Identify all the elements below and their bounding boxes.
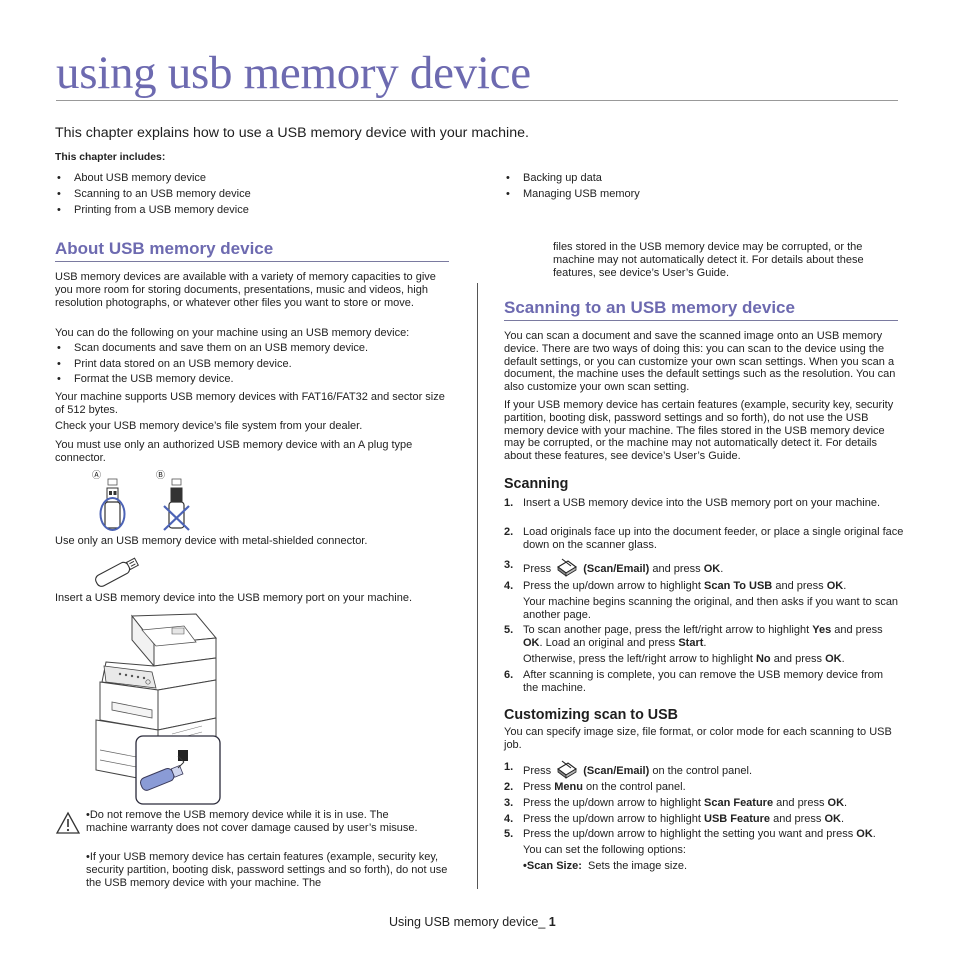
figure-label-a: Ⓐ bbox=[92, 470, 102, 480]
title-rule bbox=[56, 100, 898, 101]
scan-step-5: 5. To scan another page, press the left/… bbox=[504, 624, 883, 649]
scan-step-4-detail: Your machine begins scanning the origina… bbox=[523, 596, 899, 621]
includes-label: This chapter includes: bbox=[55, 152, 166, 163]
about-paragraph-6: Use only an USB memory device with metal… bbox=[55, 535, 368, 547]
scan-heading-rule bbox=[504, 320, 898, 321]
scan-email-icon[interactable] bbox=[556, 557, 578, 577]
about-paragraph-3: Your machine supports USB memory devices… bbox=[55, 391, 445, 416]
page-footer: Using USB memory device_ 1 bbox=[389, 915, 556, 929]
about-heading-rule bbox=[55, 261, 449, 262]
usb-stick-icon bbox=[95, 557, 139, 587]
scan-step-3: 3. Press (Scan/Email) and press OK. bbox=[504, 557, 913, 579]
about-paragraph-7: Insert a USB memory device into the USB … bbox=[55, 592, 413, 604]
custom-step-5: 5. Press the up/down arrow to highlight … bbox=[504, 828, 876, 840]
scan-step-4: 4. Press the up/down arrow to highlight … bbox=[504, 580, 847, 592]
list-item[interactable]: About USB memory device bbox=[55, 170, 251, 186]
list-item: Print data stored on an USB memory devic… bbox=[55, 357, 368, 373]
caution-item-1: •Do not remove the USB memory device whi… bbox=[86, 809, 418, 834]
scan-step-5-detail: Otherwise, press the left/right arrow to… bbox=[523, 653, 845, 665]
list-item[interactable]: Backing up data bbox=[504, 170, 640, 186]
usb-connector-figure bbox=[99, 478, 190, 531]
scan-email-icon[interactable] bbox=[556, 759, 578, 779]
about-heading: About USB memory device bbox=[55, 239, 274, 258]
about-bullets: Scan documents and save them on an USB m… bbox=[55, 341, 368, 388]
caution-continuation: files stored in the USB memory device ma… bbox=[553, 241, 864, 279]
warning-icon bbox=[55, 811, 81, 834]
scan-paragraph-2: If your USB memory device has certain fe… bbox=[504, 399, 894, 463]
about-paragraph-4: Check your USB memory device’s file syst… bbox=[55, 420, 363, 432]
list-item[interactable]: Scanning to an USB memory device bbox=[55, 186, 251, 202]
about-paragraph-2: You can do the following on your machine… bbox=[55, 327, 410, 339]
figure-label-b: Ⓑ bbox=[156, 470, 166, 480]
page-number: 1 bbox=[548, 915, 556, 929]
custom-step-5-detail: You can set the following options: bbox=[523, 844, 686, 856]
customizing-heading: Customizing scan to USB bbox=[504, 707, 678, 723]
about-paragraph-5: You must use only an authorized USB memo… bbox=[55, 439, 413, 464]
page-title: using usb memory device bbox=[56, 47, 531, 99]
scan-step-2: 2.Load originals face up into the docume… bbox=[504, 526, 904, 551]
scan-heading: Scanning to an USB memory device bbox=[504, 298, 795, 317]
scan-step-6: 6.After scanning is complete, you can re… bbox=[504, 669, 884, 694]
scanning-heading: Scanning bbox=[504, 476, 569, 492]
scan-size-option: •Scan Size: Sets the image size. bbox=[523, 860, 688, 872]
list-item[interactable]: Managing USB memory bbox=[504, 186, 640, 202]
customizing-paragraph: You can specify image size, file format,… bbox=[504, 726, 892, 751]
custom-step-3: 3. Press the up/down arrow to highlight … bbox=[504, 797, 848, 809]
includes-list-left: About USB memory device Scanning to an U… bbox=[55, 170, 251, 218]
list-item: Format the USB memory device. bbox=[55, 372, 368, 388]
list-item: Scan documents and save them on an USB m… bbox=[55, 341, 368, 357]
column-divider bbox=[477, 283, 478, 889]
custom-step-4: 4. Press the up/down arrow to highlight … bbox=[504, 813, 845, 825]
printer-illustration bbox=[95, 613, 221, 805]
list-item[interactable]: Printing from a USB memory device bbox=[55, 202, 251, 218]
scan-paragraph-1: You can scan a document and save the sca… bbox=[504, 330, 896, 394]
custom-step-1: 1. Press (Scan/Email) on the control pan… bbox=[504, 759, 915, 781]
chapter-intro: This chapter explains how to use a USB m… bbox=[55, 125, 529, 141]
custom-step-2: 2. Press Menu on the control panel. bbox=[504, 781, 686, 793]
scan-step-1: 1.Insert a USB memory device into the US… bbox=[504, 497, 881, 509]
caution-item-2: •If your USB memory device has certain f… bbox=[86, 851, 448, 889]
includes-list-right: Backing up data Managing USB memory bbox=[504, 170, 640, 202]
about-paragraph-1: USB memory devices are available with a … bbox=[55, 271, 436, 309]
